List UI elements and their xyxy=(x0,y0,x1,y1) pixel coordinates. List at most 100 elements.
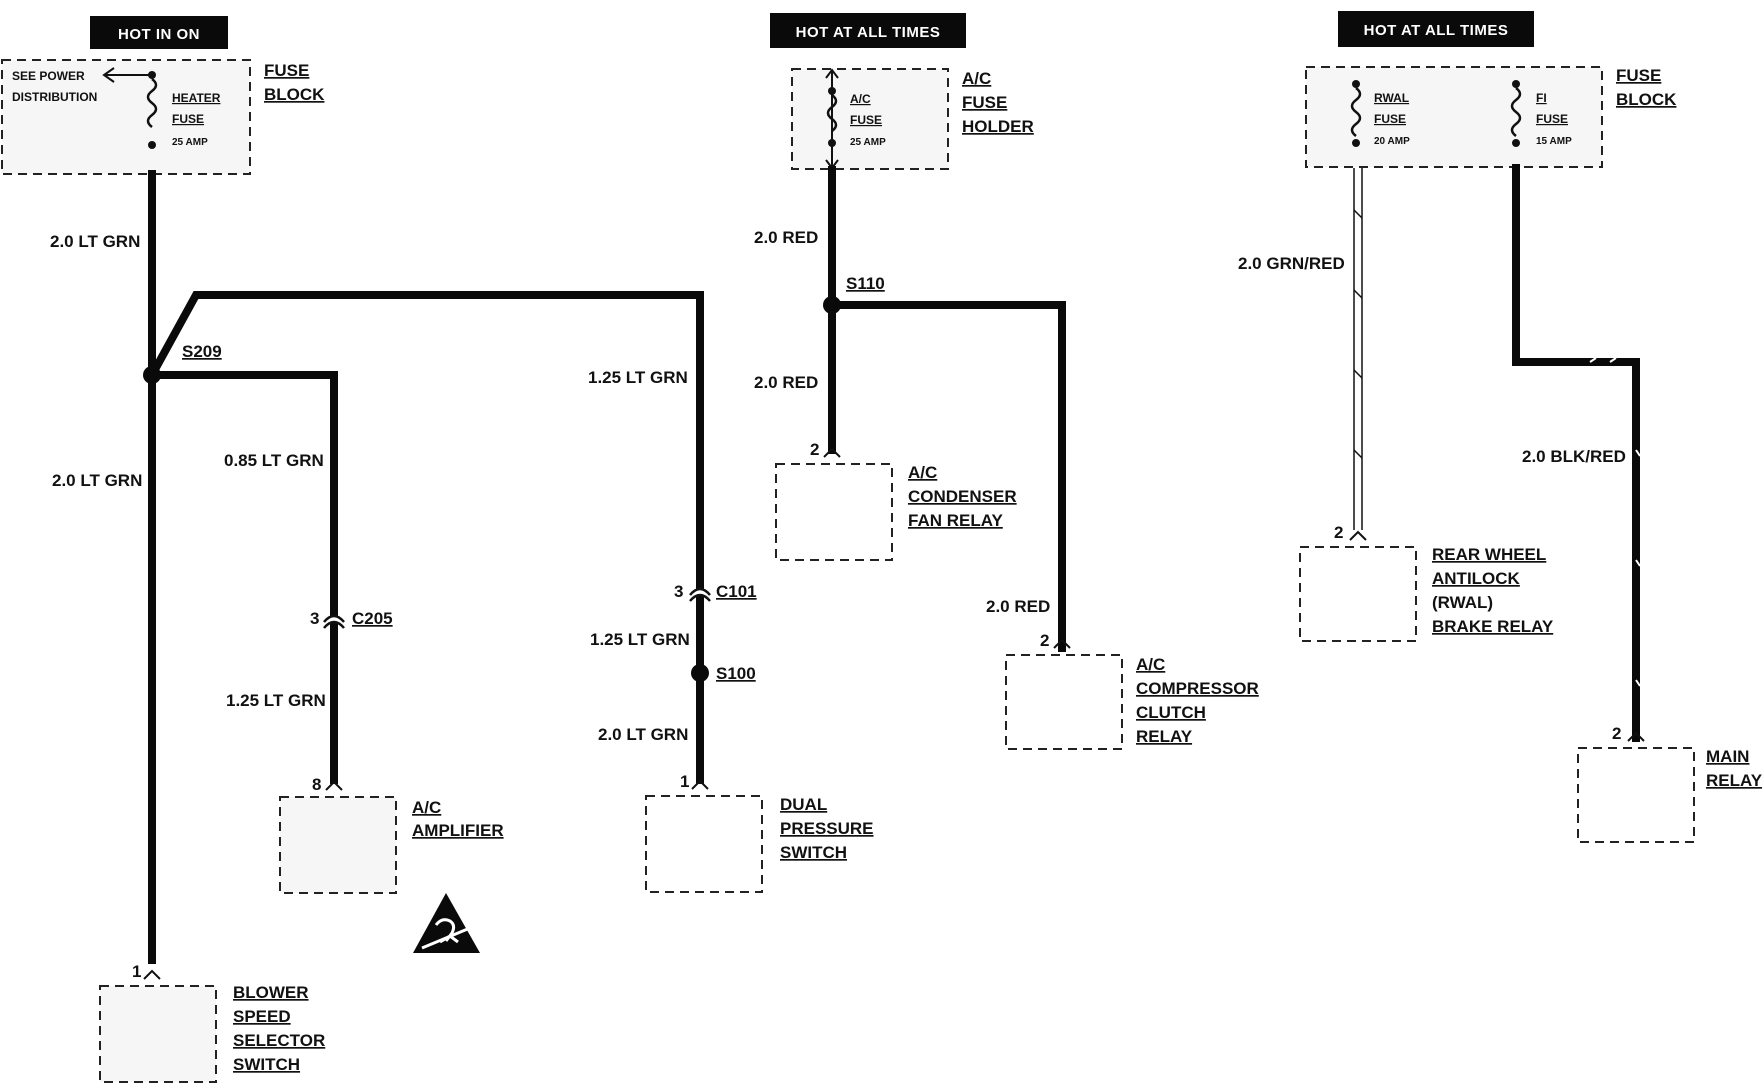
main-relay xyxy=(1577,747,1695,843)
terminal-icon xyxy=(143,969,161,980)
terminal-icon xyxy=(1627,731,1645,742)
ac-fuse-holder-label-3: HOLDER xyxy=(962,117,1034,136)
banner-hot-in-on xyxy=(90,16,228,49)
splice-s100-label: S100 xyxy=(716,664,756,683)
banner-hot-at-all-times-1-text: HOT AT ALL TIMES xyxy=(796,24,941,41)
compressor-clutch-label-4: RELAY xyxy=(1136,727,1193,746)
main-relay-label-2: RELAY xyxy=(1706,771,1762,790)
wire-2-0-grn-red-stripe xyxy=(1353,209,1363,459)
fi-fuse-text-1: FI xyxy=(1536,91,1547,105)
wire-2-0-blk-red-stripe xyxy=(1589,357,1641,687)
esd-warning-icon xyxy=(413,893,480,953)
rwal-fuse-rating: 20 AMP xyxy=(1374,136,1410,147)
condenser-fan-pin: 2 xyxy=(810,440,819,459)
ac-amplifier-pin: 8 xyxy=(312,775,321,794)
fi-fuse-terminal-bottom xyxy=(1512,139,1520,147)
dual-pressure-pin: 1 xyxy=(680,772,689,791)
dual-pressure-switch xyxy=(645,795,763,893)
compressor-clutch-label-1: A/C xyxy=(1136,655,1165,674)
fuse-terminal-top xyxy=(148,71,156,79)
blower-speed-selector-switch xyxy=(99,985,217,1083)
wire-2-0-red-compressor xyxy=(828,301,1066,652)
condenser-fan-label-2: CONDENSER xyxy=(908,487,1017,506)
wire-label-2-0-lt-grn-top: 2.0 LT GRN xyxy=(50,232,140,251)
rwal-fuse-terminal-bottom xyxy=(1352,139,1360,147)
rwal-relay-label-1: REAR WHEEL xyxy=(1432,545,1546,564)
wire-1-25-lt-grn-dps xyxy=(146,291,704,784)
ac-fuse-icon xyxy=(826,94,838,132)
wire-0-85-lt-grn-amp xyxy=(148,371,338,784)
ac-amplifier xyxy=(279,796,397,894)
dual-pressure-label-1: DUAL xyxy=(780,795,827,814)
wire-2-0-blk-red xyxy=(1512,164,1640,742)
fuse-block-left-label-2: BLOCK xyxy=(264,85,325,104)
rwal-relay-label-3: (RWAL) xyxy=(1432,593,1493,612)
ac-fuse-terminal-top xyxy=(828,87,836,95)
ac-fuse-terminal-bottom xyxy=(828,139,836,147)
splice-s100 xyxy=(691,664,709,682)
connector-c205-label: C205 xyxy=(352,609,393,628)
fi-fuse-terminal-top xyxy=(1512,80,1520,88)
heater-fuse-text-1: HEATER xyxy=(172,91,221,105)
connector-c205-icon xyxy=(323,614,345,623)
ac-fuse-holder-label-1: A/C xyxy=(962,69,991,88)
fuse-block-right-label-2: BLOCK xyxy=(1616,90,1677,109)
fi-fuse-icon xyxy=(1510,87,1522,137)
dual-pressure-label-2: PRESSURE xyxy=(780,819,874,838)
splice-s110-label: S110 xyxy=(846,274,885,293)
ac-condenser-fan-relay xyxy=(775,463,893,561)
rwal-fuse-icon xyxy=(1350,87,1362,137)
blower-label-4: SWITCH xyxy=(233,1055,300,1074)
terminal-icon xyxy=(691,779,709,790)
blower-label-1: BLOWER xyxy=(233,983,309,1002)
fi-fuse-text-2: FUSE xyxy=(1536,112,1568,126)
wire-label-1-25-lt-grn-c205: 1.25 LT GRN xyxy=(226,691,326,710)
compressor-clutch-label-3: CLUTCH xyxy=(1136,703,1206,722)
terminal-icon xyxy=(1349,530,1367,541)
rwal-fuse-text-1: RWAL xyxy=(1374,91,1409,105)
banner-hot-at-all-times-1 xyxy=(770,13,966,48)
rwal-fuse-terminal-top xyxy=(1352,80,1360,88)
wire-label-2-0-blk-red: 2.0 BLK/RED xyxy=(1522,447,1626,466)
main-relay-pin: 2 xyxy=(1612,724,1621,743)
splice-s110 xyxy=(823,296,841,314)
fi-fuse-rating: 15 AMP xyxy=(1536,136,1572,147)
banner-hot-in-on-text: HOT IN ON xyxy=(118,26,200,43)
wire-label-1-25-lt-grn-mid: 1.25 LT GRN xyxy=(590,630,690,649)
heater-fuse-icon xyxy=(146,78,158,128)
ac-compressor-clutch-relay xyxy=(1005,654,1123,750)
splice-s209 xyxy=(143,366,161,384)
fuse-block-left xyxy=(1,59,251,175)
ac-fuse-text-1: A/C xyxy=(850,92,871,106)
connector-c205-pin: 3 xyxy=(310,609,319,628)
rwal-relay-label-4: BRAKE RELAY xyxy=(1432,617,1554,636)
ac-amplifier-label-1: A/C xyxy=(412,798,441,817)
connector-c101-icon xyxy=(689,587,711,596)
compressor-clutch-label-2: COMPRESSOR xyxy=(1136,679,1259,698)
ac-fuse-rating: 25 AMP xyxy=(850,137,886,148)
wire-label-2-0-red-top: 2.0 RED xyxy=(754,228,818,247)
rwal-brake-relay xyxy=(1299,546,1417,642)
terminal-icon xyxy=(325,780,343,791)
see-power-text-1: SEE POWER xyxy=(12,69,85,83)
connector-c101-pin: 3 xyxy=(674,582,683,601)
rwal-relay-label-2: ANTILOCK xyxy=(1432,569,1521,588)
ac-fuse-holder-label-2: FUSE xyxy=(962,93,1007,112)
fuse-block-left-label-1: FUSE xyxy=(264,61,309,80)
compressor-clutch-pin: 2 xyxy=(1040,631,1049,650)
ac-amplifier-label-2: AMPLIFIER xyxy=(412,821,504,840)
blower-label-3: SELECTOR xyxy=(233,1031,325,1050)
terminal-icon xyxy=(1053,638,1071,649)
heater-fuse-text-2: FUSE xyxy=(172,112,204,126)
main-relay-label-1: MAIN xyxy=(1706,747,1749,766)
wire-label-1-25-lt-grn-top: 1.25 LT GRN xyxy=(588,368,688,387)
dual-pressure-label-3: SWITCH xyxy=(780,843,847,862)
fuse-terminal-bottom xyxy=(148,141,156,149)
fuse-block-right-label-1: FUSE xyxy=(1616,66,1661,85)
wire-label-2-0-lt-grn-mid: 2.0 LT GRN xyxy=(52,471,142,490)
wire-label-0-85-lt-grn: 0.85 LT GRN xyxy=(224,451,324,470)
ac-fuse-text-2: FUSE xyxy=(850,113,882,127)
arrow-up-icon xyxy=(825,68,839,79)
wire-label-2-0-red-mid: 2.0 RED xyxy=(754,373,818,392)
